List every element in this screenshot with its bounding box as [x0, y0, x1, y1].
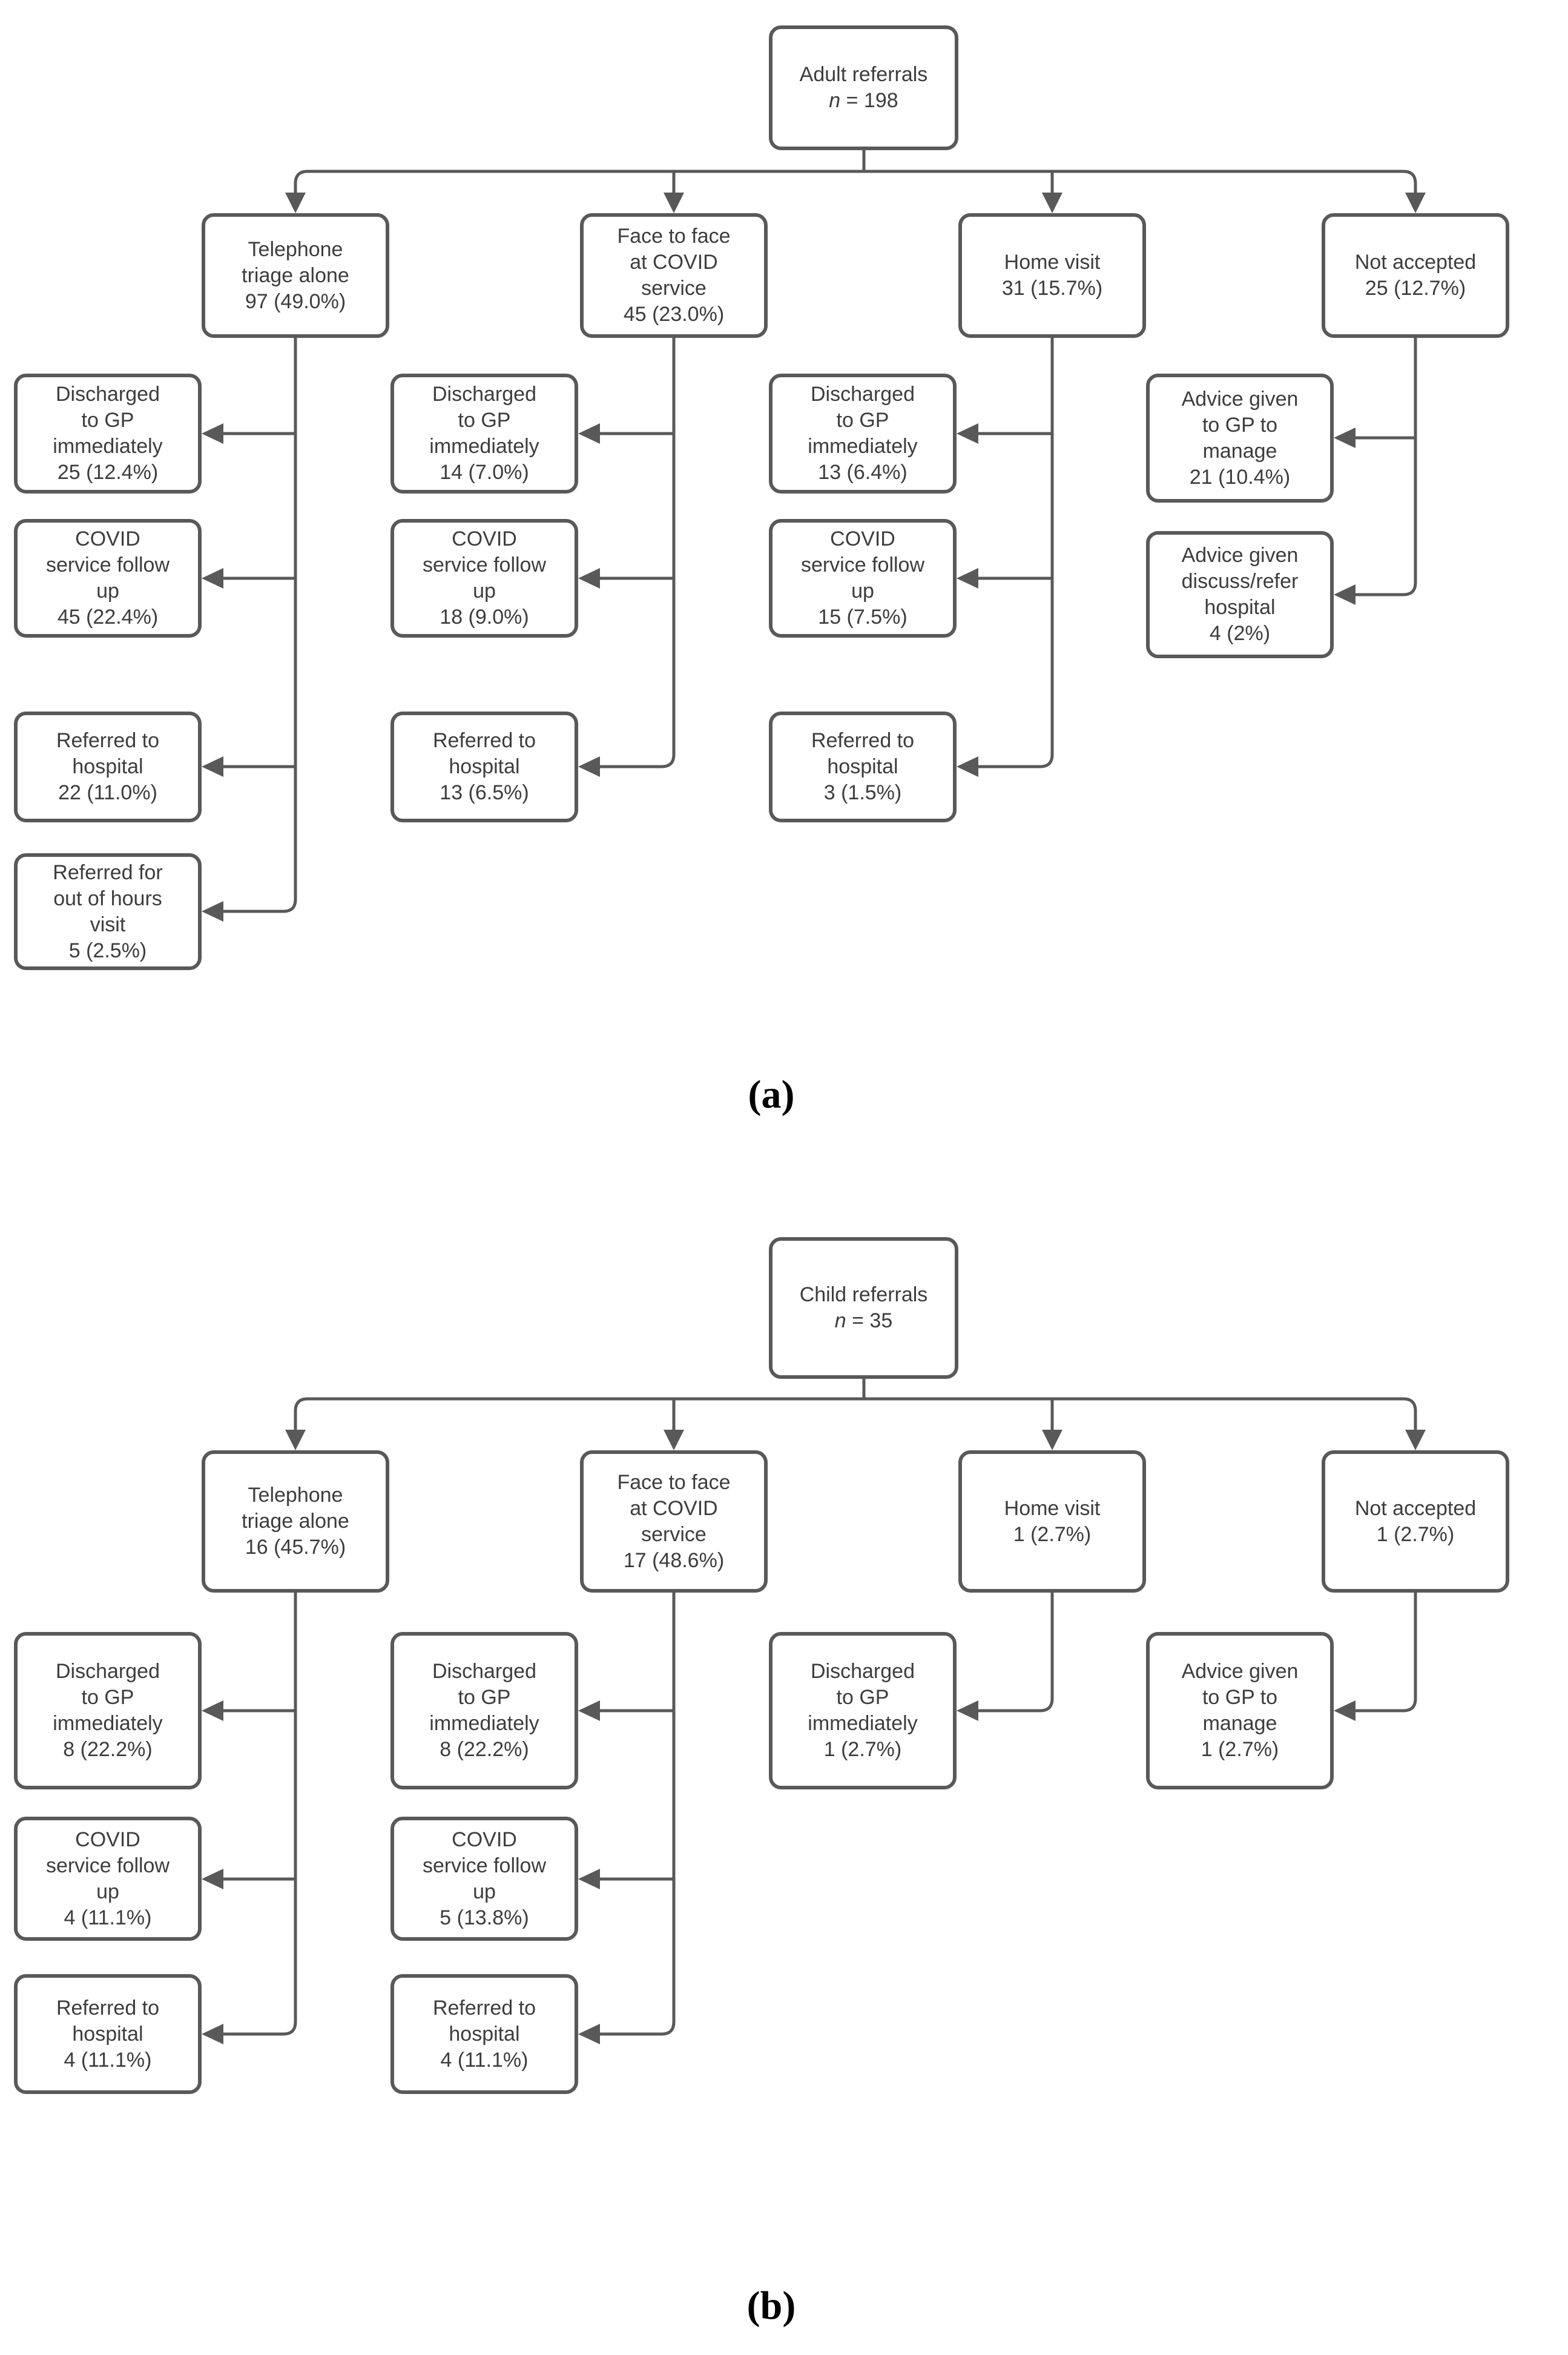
node-b-facetoface-discharged-gp: Discharged to GP immediately 8 (22.2%) — [390, 1632, 578, 1789]
arrowheads-a-homevisit-children — [957, 423, 978, 777]
node-b-facetoface-referred-hospital: Referred to hospital 4 (11.1%) — [390, 1974, 578, 2094]
node-a-telephone-covid-followup: COVID service follow up 45 (22.4%) — [14, 519, 202, 638]
node-a-facetoface-discharged-gp: Discharged to GP immediately 14 (7.0%) — [390, 374, 578, 494]
node-a-notaccepted-advice-manage: Advice given to GP to manage 21 (10.4%) — [1146, 374, 1334, 503]
node-b-branch-telephone: Telephone triage alone 16 (45.7%) — [202, 1450, 389, 1593]
connector-b-homevisit-children — [978, 1593, 1054, 1713]
connector-a-homevisit-children — [978, 338, 1054, 768]
node-b-homevisit-discharged-gp: Discharged to GP immediately 1 (2.7%) — [769, 1632, 957, 1789]
arrowheads-a-telephone-children — [202, 423, 223, 922]
node-b-telephone-discharged-gp: Discharged to GP immediately 8 (22.2%) — [14, 1632, 202, 1789]
node-a-homevisit-discharged-gp: Discharged to GP immediately 13 (6.4%) — [769, 374, 957, 494]
node-b-root-n: n = 35 — [835, 1308, 893, 1334]
node-a-facetoface-referred-hospital: Referred to hospital 13 (6.5%) — [390, 712, 578, 822]
node-b-branch-facetoface: Face to face at COVID service 17 (48.6%) — [580, 1450, 768, 1593]
node-b-root-n-italic: n — [834, 1309, 846, 1332]
caption-b: (b) — [746, 2284, 796, 2328]
node-a-root-n-italic: n — [829, 89, 841, 112]
node-b-notaccepted-advice-manage: Advice given to GP to manage 1 (2.7%) — [1146, 1632, 1334, 1789]
node-a-branch-telephone: Telephone triage alone 97 (49.0%) — [202, 213, 389, 338]
caption-a: (a) — [748, 1072, 795, 1117]
arrowheads-b-facetoface-children — [578, 1700, 600, 2044]
arrowheads-a-facetoface-children — [578, 423, 600, 777]
node-b-facetoface-covid-followup: COVID service follow up 5 (13.8%) — [390, 1817, 578, 1941]
node-a-telephone-referred-ooh: Referred for out of hours visit 5 (2.5%) — [14, 853, 202, 970]
connector-b-notaccepted-children — [1355, 1593, 1417, 1713]
arrowheads-b-telephone-children — [202, 1700, 223, 2044]
node-a-root-n: n = 198 — [829, 88, 898, 114]
node-b-root: Child referrals n = 35 — [769, 1237, 958, 1379]
node-a-homevisit-covid-followup: COVID service follow up 15 (7.5%) — [769, 519, 957, 638]
connector-b-telephone-children — [223, 1593, 297, 2036]
connector-a-root-distribution — [294, 150, 1417, 195]
node-b-root-n-rest: = 35 — [846, 1309, 893, 1332]
connector-b-root-distribution — [294, 1379, 1417, 1431]
node-a-branch-homevisit: Home visit 31 (15.7%) — [958, 213, 1146, 338]
connector-a-notaccepted-children — [1355, 338, 1417, 596]
node-a-facetoface-covid-followup: COVID service follow up 18 (9.0%) — [390, 519, 578, 638]
node-b-telephone-referred-hospital: Referred to hospital 4 (11.1%) — [14, 1974, 202, 2094]
arrowheads-b-homevisit-children — [957, 1700, 978, 1721]
node-b-root-title: Child referrals — [799, 1283, 928, 1306]
node-b-branch-homevisit: Home visit 1 (2.7%) — [958, 1450, 1146, 1593]
node-b-telephone-covid-followup: COVID service follow up 4 (11.1%) — [14, 1817, 202, 1941]
connector-a-facetoface-children — [599, 338, 676, 768]
arrowheads-b-notaccepted-children — [1334, 1700, 1356, 1721]
node-a-homevisit-referred-hospital: Referred to hospital 3 (1.5%) — [769, 712, 957, 822]
node-a-branch-facetoface: Face to face at COVID service 45 (23.0%) — [580, 213, 768, 338]
node-a-telephone-discharged-gp: Discharged to GP immediately 25 (12.4%) — [14, 374, 202, 494]
node-a-branch-notaccepted: Not accepted 25 (12.7%) — [1322, 213, 1509, 338]
node-a-root-title: Adult referrals — [799, 63, 928, 86]
node-a-notaccepted-advice-refer: Advice given discuss/refer hospital 4 (2… — [1146, 531, 1334, 658]
node-a-root: Adult referrals n = 198 — [769, 25, 958, 150]
node-a-telephone-referred-hospital: Referred to hospital 22 (11.0%) — [14, 712, 202, 822]
connector-a-telephone-children — [223, 338, 297, 913]
arrowheads-b-root — [285, 1430, 1426, 1450]
arrowheads-a-notaccepted-children — [1334, 428, 1356, 605]
arrowheads-a-root — [285, 193, 1426, 213]
connector-b-facetoface-children — [599, 1593, 676, 2036]
node-a-root-n-rest: = 198 — [840, 89, 898, 112]
node-b-branch-notaccepted: Not accepted 1 (2.7%) — [1322, 1450, 1509, 1593]
